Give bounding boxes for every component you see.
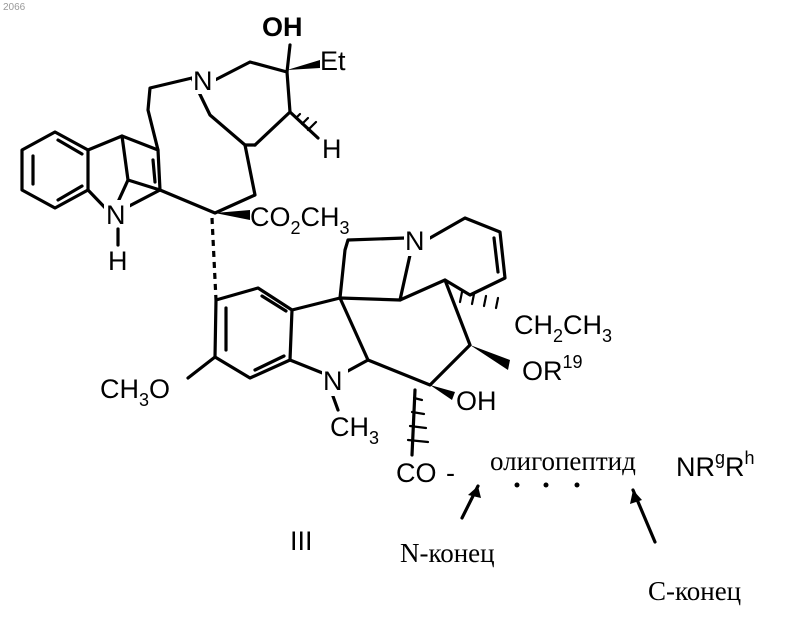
- label-h-right: H: [322, 134, 342, 164]
- label-ethyl: CH2CH3: [514, 310, 612, 346]
- dots: [515, 483, 580, 488]
- label-methoxy: CH3O: [100, 374, 170, 410]
- n-terminus-arrow: [462, 486, 481, 518]
- atom-labels: OH Et N H N H CO2CH3 N CH2CH3 CH3O N CH3…: [100, 4, 755, 606]
- c-terminus-arrow: [630, 490, 655, 542]
- label-oh-top: OH: [262, 12, 303, 42]
- label-nh-h: H: [108, 246, 128, 276]
- wedge-et: [287, 60, 320, 70]
- hash-bond-co: [408, 398, 428, 442]
- label-et: Et: [320, 46, 346, 76]
- label-dash: -: [446, 458, 455, 488]
- corner-id: 2066: [3, 2, 26, 13]
- label-oh-bottom: OH: [456, 386, 497, 416]
- label-n-methyl: CH3: [330, 412, 379, 448]
- label-ester: CO2CH3: [250, 202, 350, 238]
- wedge-oh: [430, 385, 455, 400]
- label-nr: NRgRh: [676, 448, 755, 482]
- dashed-connection: [212, 218, 216, 300]
- label-n-methyl-n: N: [323, 366, 343, 396]
- label-nh-n: N: [106, 200, 126, 230]
- label-compound: III: [290, 526, 313, 556]
- label-n-terminus: N-конец: [400, 538, 495, 568]
- label-oligopeptide: олигопептид: [490, 446, 636, 476]
- label-n-right: N: [405, 226, 425, 256]
- label-co: CO: [396, 458, 437, 488]
- upper-ring-system: [22, 45, 318, 215]
- label-n-top: N: [193, 66, 213, 96]
- hash-bond-ethyl: [460, 292, 498, 308]
- wedge-or19: [470, 345, 510, 370]
- label-c-terminus: C-конец: [648, 576, 741, 606]
- label-or19: OR19: [522, 352, 583, 386]
